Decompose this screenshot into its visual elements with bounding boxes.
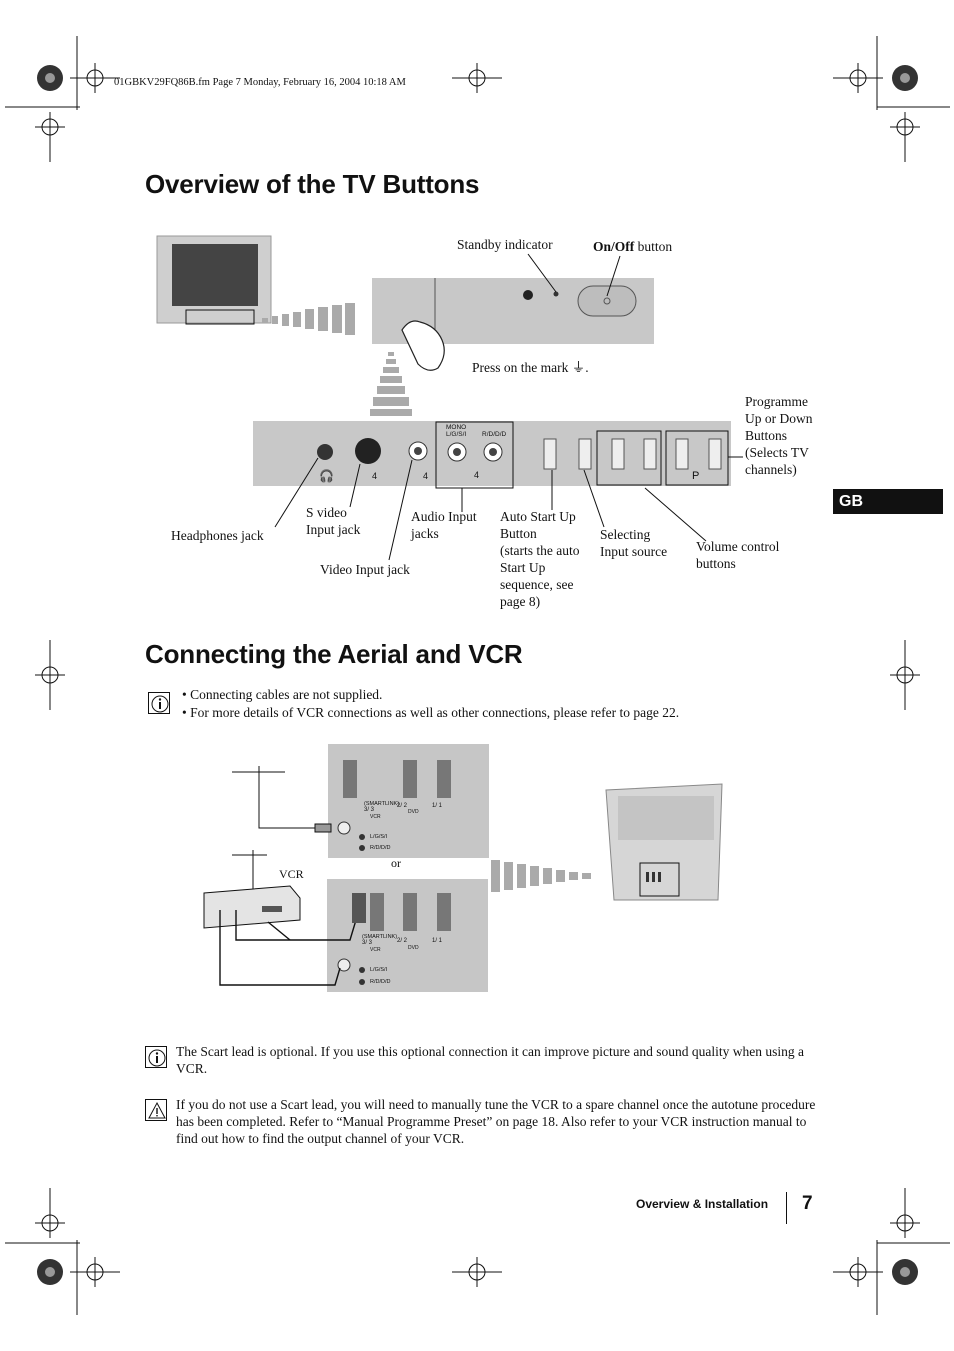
rdd-bottom: R/D/D/D bbox=[370, 979, 391, 985]
label-standby-indicator: Standby indicator bbox=[457, 237, 553, 252]
info-icon bbox=[148, 692, 170, 714]
lgsi-top: L/G/S/I bbox=[370, 834, 388, 840]
note-no-scart-warning: If you do not use a Scart lead, you will… bbox=[176, 1097, 816, 1146]
label-video-input-jack: Video Input jack bbox=[320, 562, 410, 577]
bullet-vcr-details: • For more details of VCR connections as… bbox=[182, 705, 680, 720]
label-onoff-button: On/Off button bbox=[593, 239, 673, 254]
warning-icon bbox=[145, 1099, 167, 1121]
headphones-icon: 🎧 bbox=[319, 469, 334, 483]
info-icon-note bbox=[145, 1046, 167, 1068]
smartlink-label-2: (SMARTLINK) bbox=[362, 934, 398, 940]
dvd-mark: DVD bbox=[408, 809, 419, 815]
scart2-label: 2/ 2 bbox=[397, 803, 408, 809]
hand-icon bbox=[401, 320, 445, 371]
vcr-mark: VCR bbox=[370, 814, 381, 820]
mono-mark: MONO bbox=[446, 424, 467, 431]
lgsi-bottom: L/G/S/I bbox=[370, 967, 388, 973]
label-or: or bbox=[391, 856, 401, 870]
smartlink-label: (SMARTLINK) bbox=[364, 801, 400, 807]
label-vcr: VCR bbox=[279, 867, 304, 881]
dvd-mark-2: DVD bbox=[408, 945, 419, 951]
section-title-connecting: Connecting the Aerial and VCR bbox=[145, 639, 523, 669]
video-four-mark: 4 bbox=[423, 471, 429, 481]
scart3-label-2: 3/ 3 bbox=[362, 940, 373, 946]
standby-mark-icon: ⏚ bbox=[571, 360, 586, 375]
svideo-four-mark: 4 bbox=[372, 471, 378, 481]
aerial-icon bbox=[232, 766, 332, 833]
lgsi-mark: L/G/S/I bbox=[446, 431, 467, 438]
label-press-mark: Press on the mark ⏚. bbox=[472, 360, 589, 375]
side-tab-gb: GB bbox=[833, 489, 943, 514]
note-scart-optional: The Scart lead is optional. If you use t… bbox=[176, 1044, 804, 1076]
rdd-mark: R/D/D/D bbox=[482, 431, 507, 438]
p-mark: P bbox=[692, 470, 700, 482]
file-info: 01GBKV29FQ86B.fm Page 7 Monday, February… bbox=[114, 77, 406, 88]
footer-divider bbox=[786, 1192, 787, 1224]
scart2-label-2: 2/ 2 bbox=[397, 938, 408, 944]
scart3-label: 3/ 3 bbox=[364, 807, 375, 813]
bullet-cables: • Connecting cables are not supplied. bbox=[182, 687, 383, 702]
vcr-mark-2: VCR bbox=[370, 947, 381, 953]
footer-section: Overview & Installation bbox=[636, 1197, 769, 1211]
label-headphones-jack: Headphones jack bbox=[171, 528, 264, 543]
rdd-top: R/D/D/D bbox=[370, 845, 391, 851]
audio-four-mark: 4 bbox=[474, 470, 480, 480]
section-title-overview: Overview of the TV Buttons bbox=[145, 169, 480, 199]
scart1-label: 1/ 1 bbox=[432, 803, 443, 809]
page-number: 7 bbox=[802, 1193, 813, 1214]
scart1-label-2: 1/ 1 bbox=[432, 938, 443, 944]
